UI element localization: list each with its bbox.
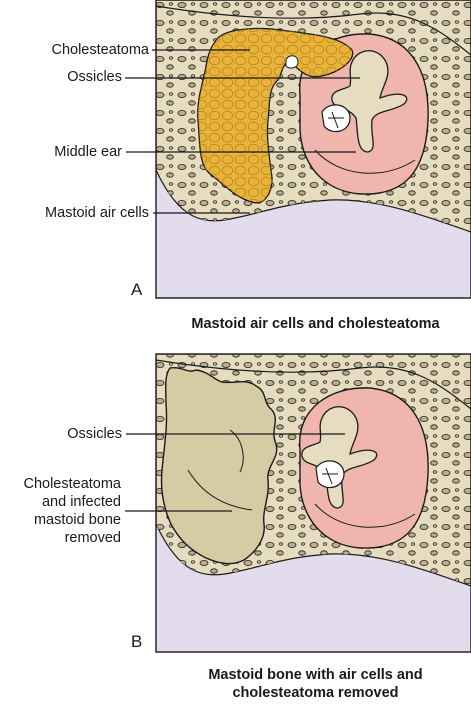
label-removed-line2: and infected — [41, 494, 121, 510]
ossicles — [331, 50, 408, 153]
panel-b-illustration — [156, 354, 471, 652]
caption-a: Mastoid air cells and cholesteatoma — [191, 316, 440, 332]
label-ossicles-b: Ossicles — [67, 426, 122, 442]
panel-a-frame — [155, 0, 471, 299]
label-middle-ear: Middle ear — [54, 144, 122, 160]
label-cholesteatoma: Cholesteatoma — [51, 42, 149, 58]
label-ossicles-a: Ossicles — [67, 69, 122, 85]
removed-cavity — [160, 366, 278, 565]
label-removed-line3: mastoid bone — [33, 512, 121, 528]
caption-b-line1: Mastoid bone with air cells and — [208, 667, 423, 683]
label-removed-line4: removed — [64, 530, 121, 546]
panel-a-illustration — [156, 0, 471, 298]
panel-letter-b: B — [131, 632, 143, 651]
ossicles-b — [301, 406, 378, 509]
panel-b-frame — [155, 353, 471, 653]
label-mastoid-air-cells: Mastoid air cells — [45, 205, 149, 221]
label-removed-line1: Cholesteatoma — [23, 476, 121, 492]
caption-b-line2: cholesteatoma removed — [232, 685, 399, 701]
panel-letter-a: A — [131, 280, 143, 299]
